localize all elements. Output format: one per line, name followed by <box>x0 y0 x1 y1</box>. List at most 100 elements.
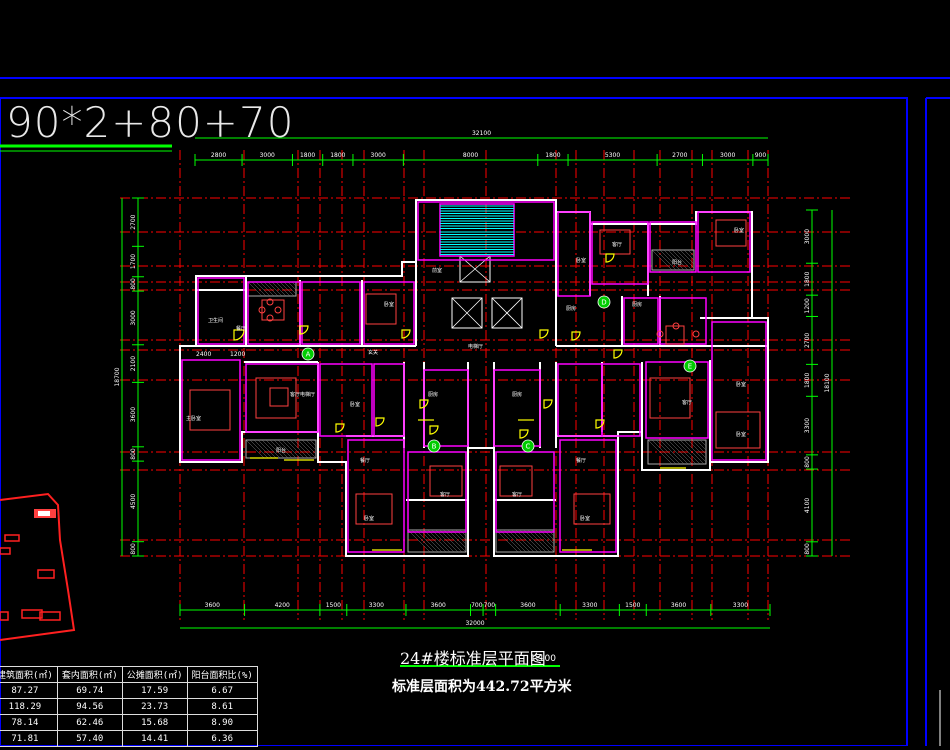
balcony-hatch <box>265 439 285 459</box>
balcony-hatch <box>293 439 313 459</box>
balcony-hatch <box>703 439 707 443</box>
unit-marker <box>521 439 535 453</box>
plan-scale: 1:100 <box>530 654 556 664</box>
bottom-total-label: 32000 <box>465 620 484 627</box>
bottom-segment-label: 4200 <box>275 602 290 609</box>
elevator-shaft <box>491 297 523 329</box>
room-outline <box>197 277 245 345</box>
balcony-hatch <box>423 529 447 553</box>
standard-floor-area-note: 标准层面积为442.72平方米 <box>392 679 572 695</box>
table-cell: 6.36 <box>186 730 258 747</box>
balcony-hatch <box>279 281 295 297</box>
top-segment-label: 900 <box>755 152 767 159</box>
header-net-area: 套内面积(㎡) <box>56 666 123 683</box>
balcony-hatch <box>495 529 519 553</box>
room-outline <box>495 451 555 533</box>
top-segment-label: 5300 <box>605 152 620 159</box>
balcony-hatch <box>683 249 695 261</box>
door-swing <box>539 329 549 339</box>
room-label: 客厅 <box>440 491 450 498</box>
unit-marker-label: E <box>688 363 692 371</box>
room-outline <box>493 369 541 447</box>
room-outline <box>439 203 515 257</box>
balcony-hatch <box>671 439 697 465</box>
door-swing <box>233 329 245 341</box>
table-cell: 69.74 <box>56 682 123 699</box>
balcony-hatch <box>527 529 551 553</box>
area-table: 建筑面积(㎡) 套内面积(㎡) 公摊面积(㎡) 阳台面积比(%) 87.27 6… <box>0 666 258 747</box>
room-label: 前室 <box>432 267 442 274</box>
balcony-hatch <box>313 439 317 443</box>
balcony-hatch <box>659 439 685 465</box>
top-segment-label: 1800 <box>545 152 560 159</box>
balcony-hatch <box>273 439 293 459</box>
balcony <box>245 439 317 459</box>
plan-title: 24#楼标准层平面图 <box>400 649 546 668</box>
balcony-hatch <box>435 529 459 553</box>
balcony-hatch <box>277 439 297 459</box>
table-cell: 57.40 <box>56 730 123 747</box>
balcony-hatch <box>671 249 693 271</box>
balcony-hatch <box>675 249 695 269</box>
room-outline <box>423 369 469 447</box>
bottom-segment-label: 3300 <box>369 602 384 609</box>
right-segment-label: 1800 <box>804 373 811 388</box>
left-segment-label: 3000 <box>130 310 137 325</box>
room-label: 卧室 <box>364 515 374 522</box>
chair <box>266 314 274 322</box>
bottom-segment-label: 700 <box>484 602 496 609</box>
bottom-segment-label: 700 <box>471 602 483 609</box>
door-swing <box>429 425 439 435</box>
bottom-segment-label: 3600 <box>671 602 686 609</box>
door-swing <box>613 349 623 359</box>
balcony-hatch <box>407 529 431 553</box>
room-label: 卧室 <box>350 401 360 408</box>
door-swing <box>543 399 553 409</box>
bottom-segment-label: 1500 <box>625 602 640 609</box>
table-cell: 87.27 <box>0 682 58 699</box>
balcony-hatch <box>259 281 275 297</box>
bottom-segment-label: 3600 <box>431 602 446 609</box>
table-cell: 14.41 <box>121 730 188 747</box>
balcony-hatch <box>499 529 523 553</box>
top-total-label: 32100 <box>472 130 491 137</box>
door-swing <box>419 399 429 409</box>
door-swing <box>299 325 309 335</box>
room-label: 餐厅 <box>236 325 246 332</box>
balcony-hatch <box>679 249 695 265</box>
chair <box>274 306 282 314</box>
door-swing <box>595 419 605 429</box>
room-label: 电梯厅 <box>468 343 483 350</box>
balcony-hatch <box>683 439 707 463</box>
room-label: 卧室 <box>576 257 586 264</box>
room-outline <box>557 211 591 297</box>
bottom-segment-label: 3300 <box>582 602 597 609</box>
unit-marker-label: B <box>432 443 437 451</box>
header-shared-area: 公摊面积(㎡) <box>121 666 188 683</box>
balcony-hatch <box>667 439 693 465</box>
top-segment-label: 2800 <box>211 152 226 159</box>
balcony-hatch <box>687 249 695 257</box>
furniture <box>189 219 761 525</box>
room-outline <box>319 363 373 437</box>
balcony-hatch <box>511 529 535 553</box>
left-segment-label: 1700 <box>130 254 137 269</box>
room-label: 厨房 <box>512 391 522 398</box>
balcony-hatch <box>301 439 317 455</box>
balcony-hatch <box>547 529 555 537</box>
balcony-hatch <box>245 439 265 459</box>
right-segment-label: 800 <box>804 456 811 468</box>
door-swing <box>571 331 581 341</box>
elevator-shaft <box>451 297 483 329</box>
door-swing <box>335 423 345 433</box>
bottom-segment-label: 3600 <box>205 602 220 609</box>
balcony-hatch <box>651 249 673 271</box>
table-cell: 78.14 <box>0 714 58 731</box>
room-outline <box>645 361 709 439</box>
inner-dimension-label: 1200 <box>230 351 245 358</box>
top-segment-label: 1800 <box>330 152 345 159</box>
